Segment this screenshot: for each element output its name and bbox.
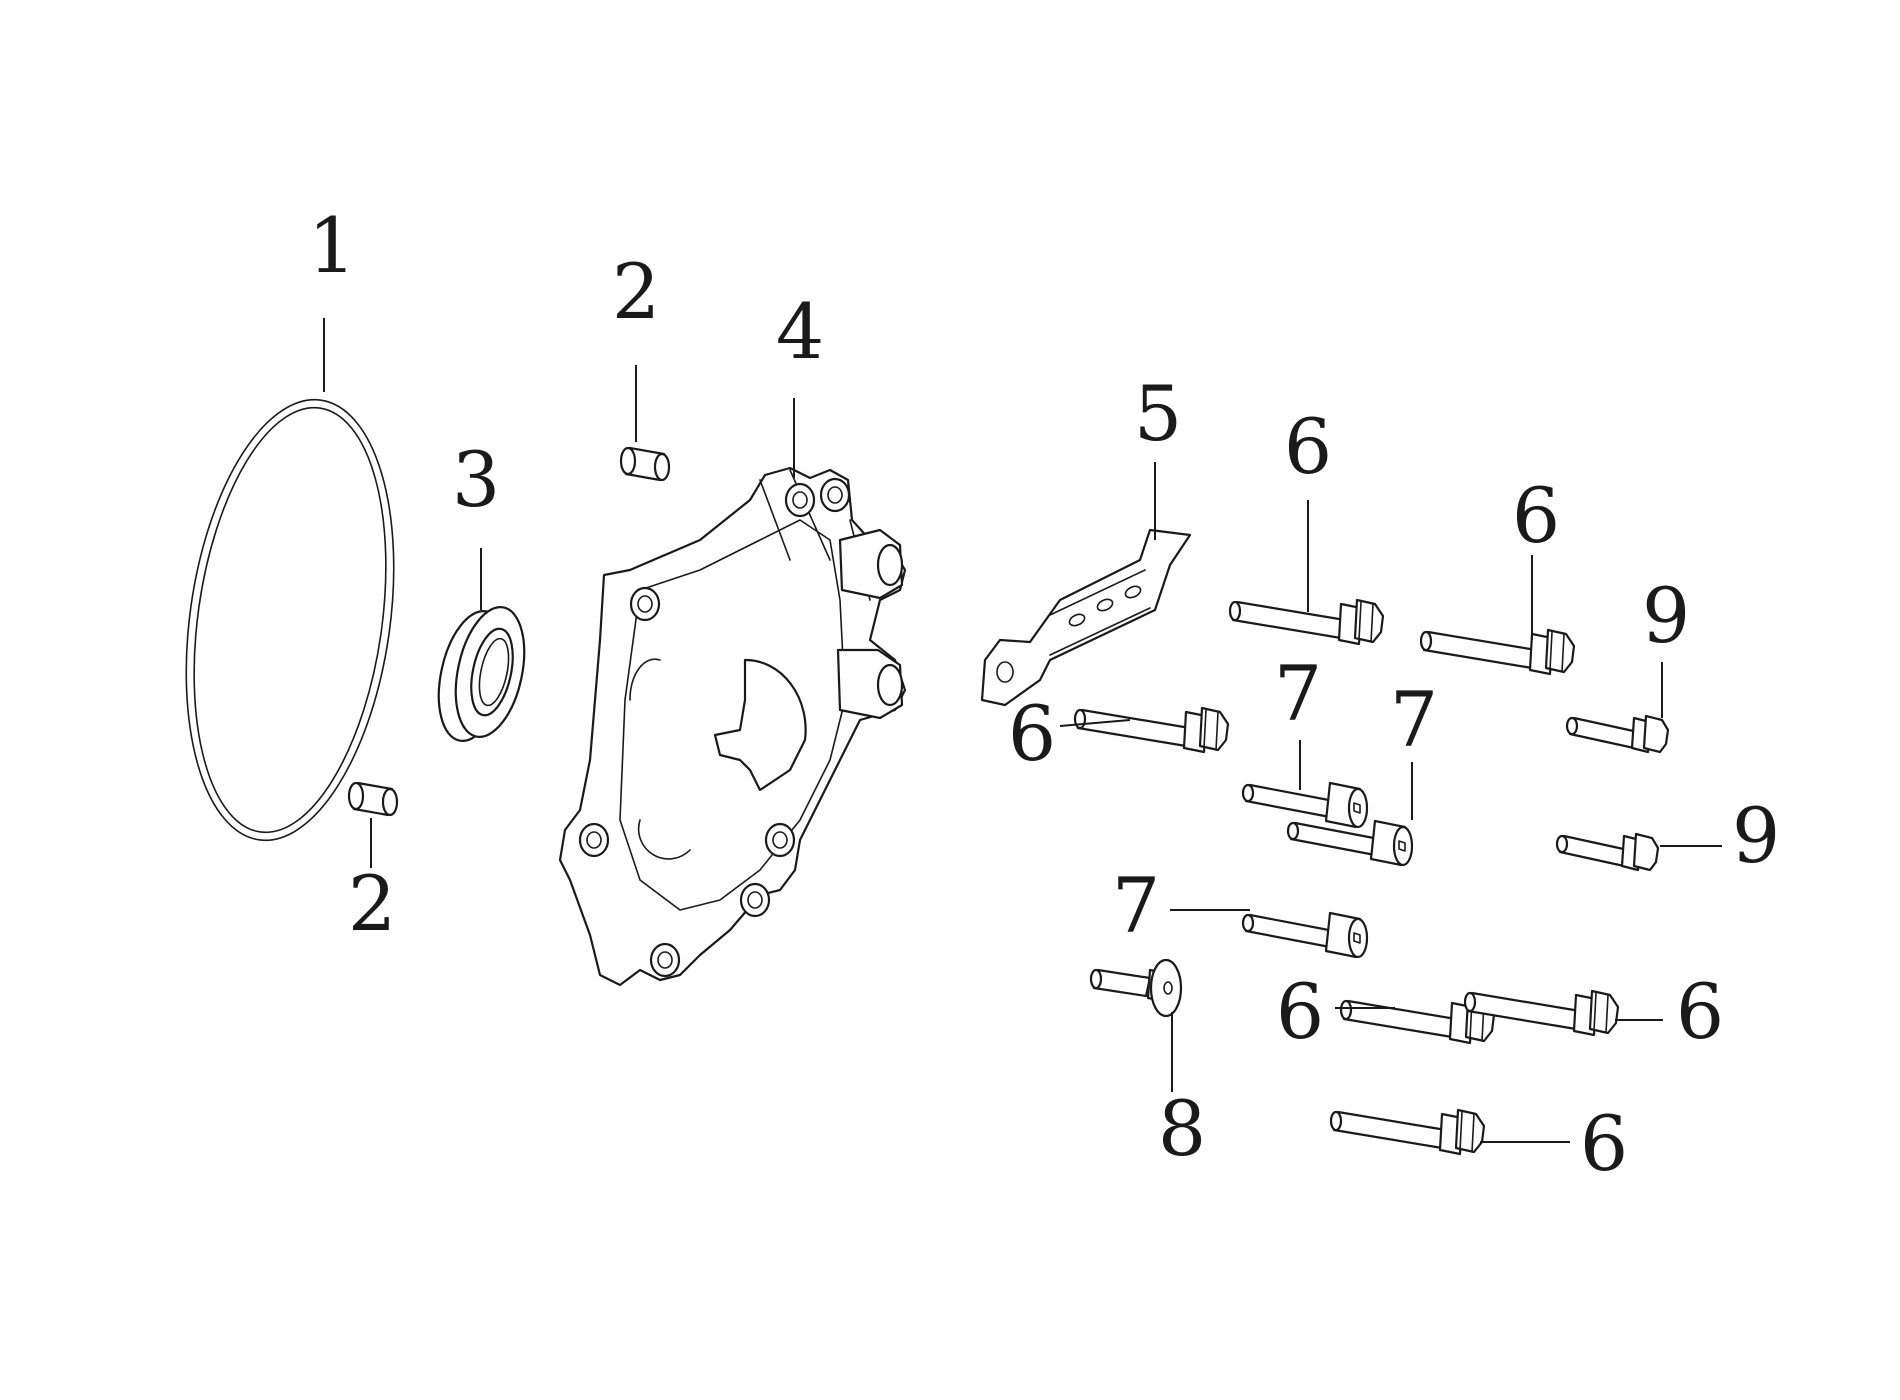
callout-7a: 7 — [1274, 649, 1322, 738]
callout-6c: 6 — [1008, 689, 1056, 778]
callout-7b: 7 — [1390, 675, 1438, 764]
dowel-pin-bottom — [347, 781, 399, 817]
callout-9b: 9 — [1732, 791, 1780, 880]
callout-6e: 6 — [1676, 967, 1724, 1056]
callout-3: 3 — [452, 435, 500, 524]
callout-6a: 6 — [1284, 402, 1332, 491]
callout-2b: 2 — [348, 859, 396, 948]
callout-8: 8 — [1158, 1084, 1206, 1173]
shoulder-bolt-part — [1089, 958, 1183, 1018]
callout-1: 1 — [308, 201, 356, 290]
callout-4: 4 — [776, 287, 824, 376]
callout-6d: 6 — [1276, 967, 1324, 1056]
flange-bolt-2 — [1419, 628, 1576, 676]
callout-labels: 1 2 2 3 4 5 6 6 6 6 6 6 7 7 7 8 9 9 — [308, 201, 1780, 1188]
leader-6c — [1059, 719, 1131, 727]
cap-screw-3 — [1241, 911, 1369, 959]
cap-screw-2 — [1286, 819, 1414, 867]
callout-5: 5 — [1134, 369, 1182, 458]
callout-9a: 9 — [1642, 571, 1690, 660]
flange-bolt-3 — [1073, 706, 1230, 754]
leader-lines — [323, 318, 1722, 1143]
oil-seal-part — [437, 606, 526, 742]
callout-2a: 2 — [612, 247, 660, 336]
o-ring-part — [185, 398, 395, 842]
dowel-pin-top — [619, 446, 671, 482]
callout-7c: 7 — [1112, 861, 1160, 950]
flange-bolt-1 — [1228, 598, 1385, 646]
cap-screw-1 — [1241, 781, 1369, 829]
flange-bolt-6 — [1329, 1108, 1486, 1156]
bracket-plate-part — [980, 528, 1192, 707]
short-flange-bolt-1 — [1565, 714, 1670, 754]
short-flange-bolt-2 — [1555, 832, 1660, 872]
callout-6b: 6 — [1512, 471, 1560, 560]
cover-housing-part — [558, 466, 907, 987]
callout-6f: 6 — [1580, 1099, 1628, 1188]
